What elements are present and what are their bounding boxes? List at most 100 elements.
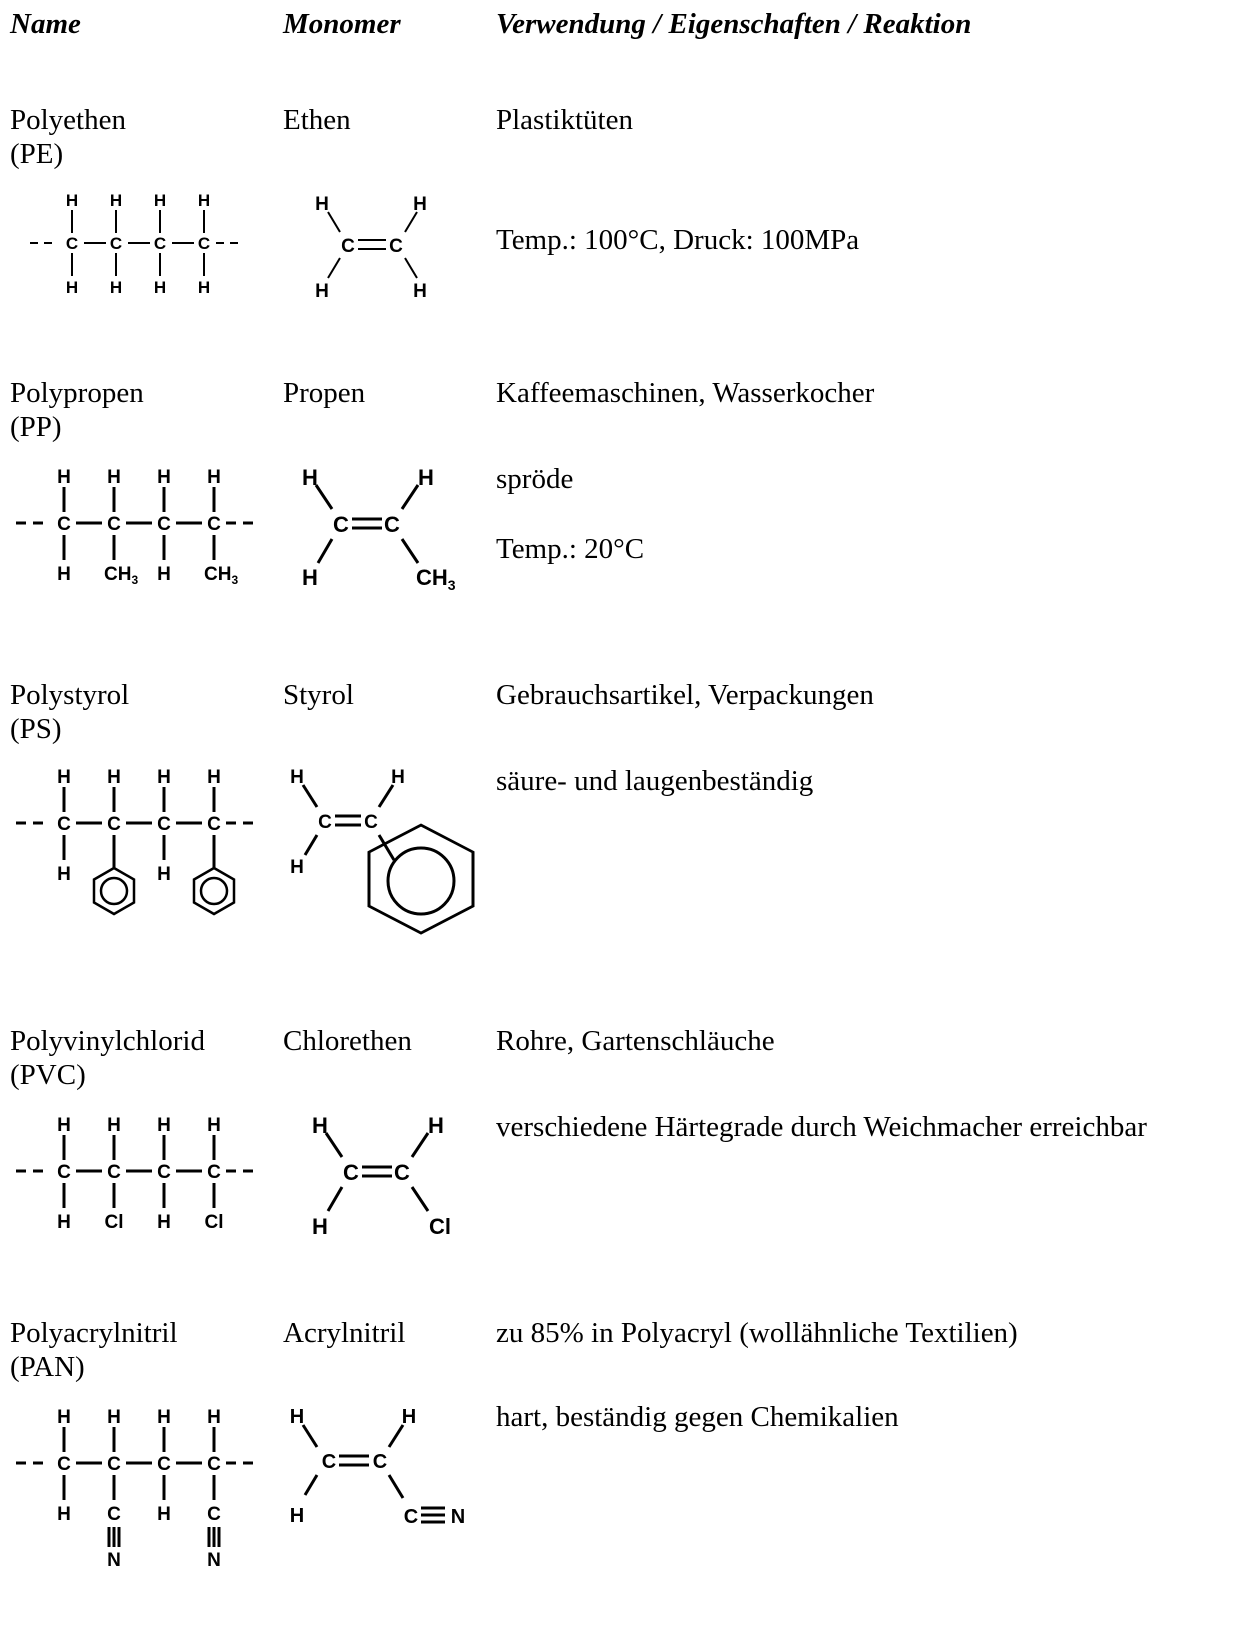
hydrogen-atom: H [57, 1212, 71, 1233]
usage-note: Plastiktüten [496, 104, 633, 136]
hydrogen-atom: H [110, 278, 122, 297]
polymer-abbr: (PP) [10, 411, 62, 443]
pe-monomer-structure: C C H H H H [315, 194, 427, 302]
hydrogen-atom: H [290, 1406, 304, 1428]
hydrogen-atom: H [302, 565, 318, 590]
hydrogen-atom: H [402, 1406, 416, 1428]
reaction-note: Temp.: 100°C, Druck: 100MPa [496, 224, 860, 256]
carbon-atom: C [107, 514, 121, 535]
hydrogen-atom: H [57, 564, 71, 585]
ps-polymer-structure: C C C C H H H H H H [16, 767, 253, 916]
hydrogen-atom: H [57, 864, 71, 885]
hydrogen-atom: H [107, 1407, 121, 1428]
hydrogen-atom: H [107, 467, 121, 488]
carbon-atom: C [373, 1451, 387, 1473]
hydrogen-atom: H [413, 281, 427, 302]
chlorine-atom: Cl [429, 1214, 451, 1239]
usage-note: Gebrauchsartikel, Verpackungen [496, 679, 874, 711]
usage-note: zu 85% in Polyacryl (wollähnliche Textil… [496, 1317, 1018, 1349]
property-note: verschiedene Härtegrade durch Weichmache… [496, 1111, 1147, 1143]
carbon-atom: C [107, 814, 121, 835]
carbon-atom: C [322, 1451, 336, 1473]
header-name: Name [10, 8, 81, 40]
hydrogen-atom: H [290, 1505, 304, 1527]
methyl-group: CH3 [104, 564, 138, 587]
hydrogen-atom: H [207, 1407, 221, 1428]
carbon-atom: C [57, 514, 71, 535]
carbon-atom: C [157, 1454, 171, 1475]
hydrogen-atom: H [418, 465, 434, 490]
carbon-atom: C [154, 234, 166, 253]
header-monomer: Monomer [283, 8, 401, 40]
pp-polymer-structure: C C C C H H H H H H CH3 CH3 [16, 467, 253, 587]
phenyl-ring-icon [92, 866, 136, 916]
monomer-name: Chlorethen [283, 1025, 412, 1057]
pe-polymer-structure: C C C C H H H H H H H H [30, 191, 238, 297]
polymer-abbr: (PAN) [10, 1351, 85, 1383]
carbon-atom: C [157, 814, 171, 835]
ps-monomer-structure: C C H H H [290, 767, 475, 935]
carbon-atom: C [157, 1162, 171, 1183]
pan-polymer-structure: C C C C H H H H H C H C N N [16, 1407, 253, 1571]
nitrogen-atom: N [207, 1550, 221, 1571]
carbon-atom: C [107, 1162, 121, 1183]
pvc-monomer-structure: C C H H H Cl [312, 1113, 451, 1239]
monomer-name: Ethen [283, 104, 351, 136]
hydrogen-atom: H [207, 467, 221, 488]
carbon-atom: C [364, 812, 378, 833]
hydrogen-atom: H [157, 1407, 171, 1428]
carbon-atom: C [207, 1504, 221, 1525]
carbon-atom: C [207, 1162, 221, 1183]
usage-note: Kaffeemaschinen, Wasserkocher [496, 377, 875, 409]
polymer-name: Polyvinylchlorid [10, 1025, 205, 1057]
carbon-atom: C [107, 1454, 121, 1475]
reaction-note: Temp.: 20°C [496, 533, 645, 565]
hydrogen-atom: H [391, 767, 405, 788]
methyl-group: CH3 [416, 565, 456, 593]
carbon-atom: C [207, 814, 221, 835]
hydrogen-atom: H [57, 767, 71, 788]
carbon-atom: C [110, 234, 122, 253]
hydrogen-atom: H [315, 194, 329, 215]
hydrogen-atom: H [290, 857, 304, 878]
chlorine-atom: Cl [205, 1212, 224, 1233]
polymer-name: Polyacrylnitril [10, 1317, 178, 1349]
carbon-atom: C [404, 1506, 418, 1528]
hydrogen-atom: H [57, 467, 71, 488]
hydrogen-atom: H [413, 194, 427, 215]
property-note: säure- und laugenbeständig [496, 765, 814, 797]
methyl-group: CH3 [204, 564, 238, 587]
property-note: spröde [496, 463, 574, 495]
polymer-name: Polystyrol [10, 679, 130, 711]
monomer-name: Acrylnitril [283, 1317, 406, 1349]
hydrogen-atom: H [57, 1115, 71, 1136]
property-note: hart, beständig gegen Chemikalien [496, 1401, 899, 1433]
carbon-atom: C [157, 514, 171, 535]
hydrogen-atom: H [290, 767, 304, 788]
hydrogen-atom: H [312, 1113, 328, 1138]
hydrogen-atom: H [157, 1212, 171, 1233]
pvc-polymer-structure: C C C C H H H H H Cl H Cl [16, 1115, 253, 1233]
hydrogen-atom: H [207, 767, 221, 788]
pp-monomer-structure: C C H H H CH3 [302, 465, 456, 593]
hydrogen-atom: H [302, 465, 318, 490]
hydrogen-atom: H [107, 1115, 121, 1136]
hydrogen-atom: H [157, 767, 171, 788]
hydrogen-atom: H [110, 191, 122, 210]
hydrogen-atom: H [315, 281, 329, 302]
polymer-abbr: (PS) [10, 713, 62, 745]
carbon-atom: C [333, 512, 349, 537]
polymer-abbr: (PVC) [10, 1059, 86, 1091]
hydrogen-atom: H [312, 1214, 328, 1239]
hydrogen-atom: H [57, 1407, 71, 1428]
carbon-atom: C [341, 236, 355, 257]
hydrogen-atom: H [207, 1115, 221, 1136]
nitrogen-atom: N [107, 1550, 121, 1571]
header-usage: Verwendung / Eigenschaften / Reaktion [496, 8, 972, 40]
carbon-atom: C [66, 234, 78, 253]
hydrogen-atom: H [154, 191, 166, 210]
carbon-atom: C [343, 1160, 359, 1185]
hydrogen-atom: H [66, 191, 78, 210]
polymer-name: Polypropen [10, 377, 144, 409]
hydrogen-atom: H [157, 1115, 171, 1136]
